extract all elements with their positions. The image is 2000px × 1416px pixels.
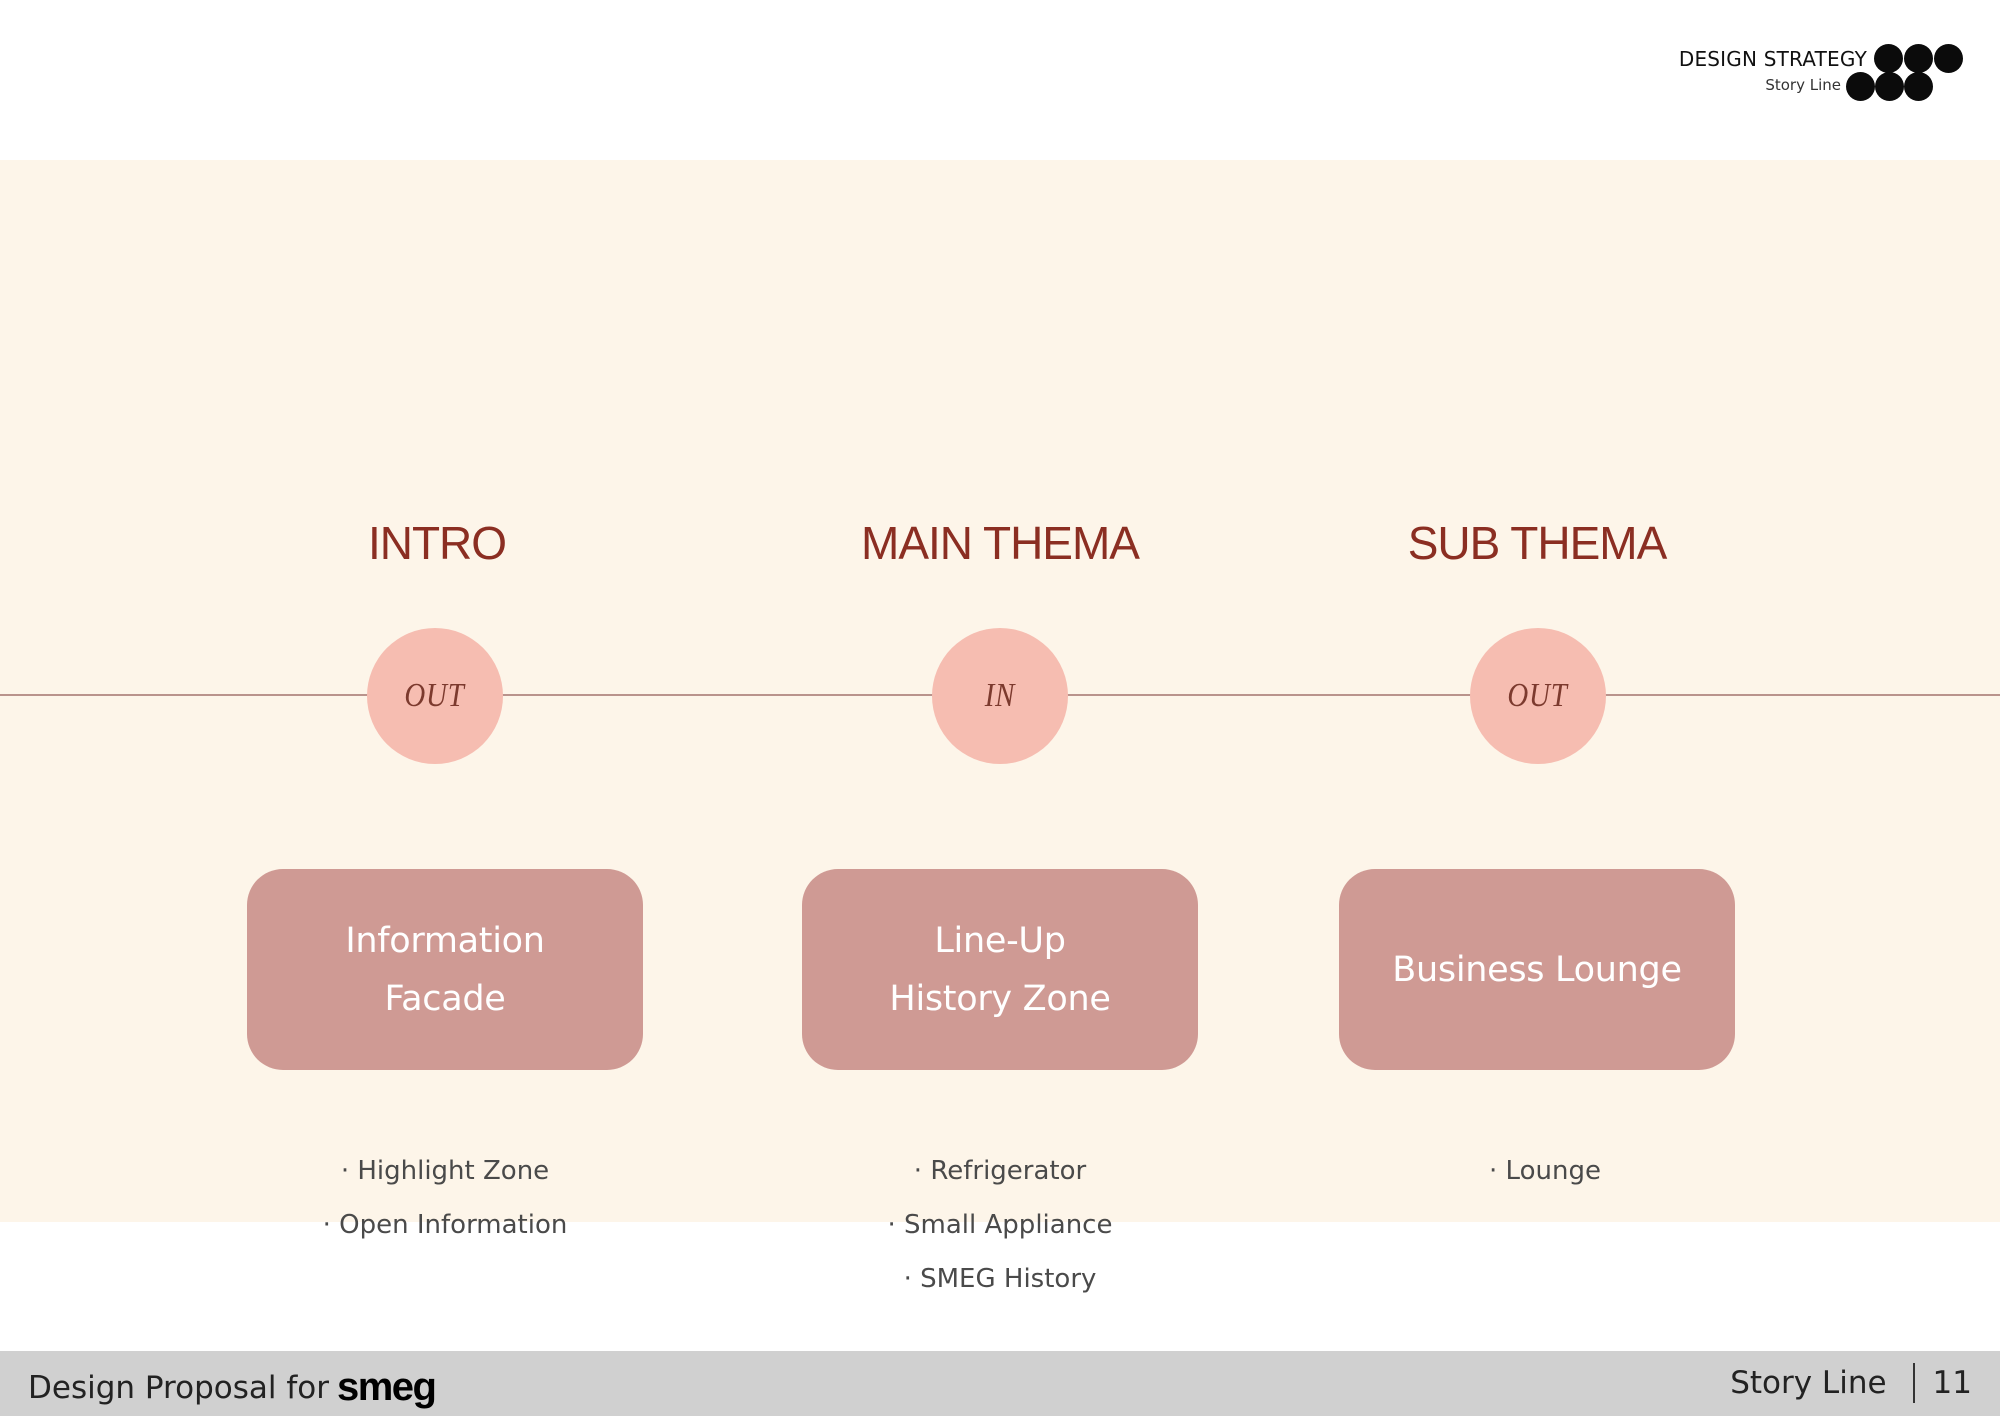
card-line-up-history-zone: Line-Up History Zone [802,869,1198,1070]
card-text: Information Facade [345,920,545,1019]
footer-section-name: Story Line [1730,1365,1887,1401]
card-business-lounge: Business Lounge [1339,869,1735,1070]
page-number: 11 [1932,1365,1972,1401]
column-heading-sub-thema: SUB THEMA [1407,517,1668,569]
header-subtitle: Story Line [1765,76,1841,94]
six-dots-logo-icon [1844,42,1964,112]
footer-right: Story Line 11 [1730,1363,1972,1403]
list-item: · Highlight Zone [340,1156,550,1186]
list-item: · Small Appliance [887,1210,1113,1240]
node-out-circle: OUT [367,628,503,764]
smeg-logo: smeg [336,1365,437,1409]
list-item: · Open Information [322,1210,568,1240]
bullet-list: · Refrigerator · Small Appliance · SMEG … [780,1144,1220,1306]
footer-divider [1912,1363,1915,1403]
column-heading-intro: INTRO [367,517,507,569]
node-label: OUT [404,677,466,714]
bullet-list: · Lounge [1325,1144,1765,1198]
bullet-list: · Highlight Zone · Open Information [225,1144,665,1252]
footer-proposal-text: Design Proposal for [28,1370,329,1406]
list-item: · SMEG History [903,1264,1097,1294]
node-in-circle: IN [932,628,1068,764]
node-label: IN [984,677,1016,714]
card-text: Business Lounge [1392,949,1682,990]
list-item: · Lounge [1489,1156,1601,1186]
diagram-band: INTRO OUT Information Facade · Highlight… [0,160,2000,1294]
header-title: DESIGN STRATEGY [1678,47,1867,71]
list-item: · Refrigerator [913,1156,1087,1186]
node-out-circle: OUT [1470,628,1606,764]
card-text: Line-Up History Zone [889,920,1111,1019]
card-information-facade: Information Facade [247,869,643,1070]
node-label: OUT [1507,677,1569,714]
header: DESIGN STRATEGY Story Line [1644,42,1964,114]
column-heading-main-thema: MAIN THEMA [861,517,1140,569]
